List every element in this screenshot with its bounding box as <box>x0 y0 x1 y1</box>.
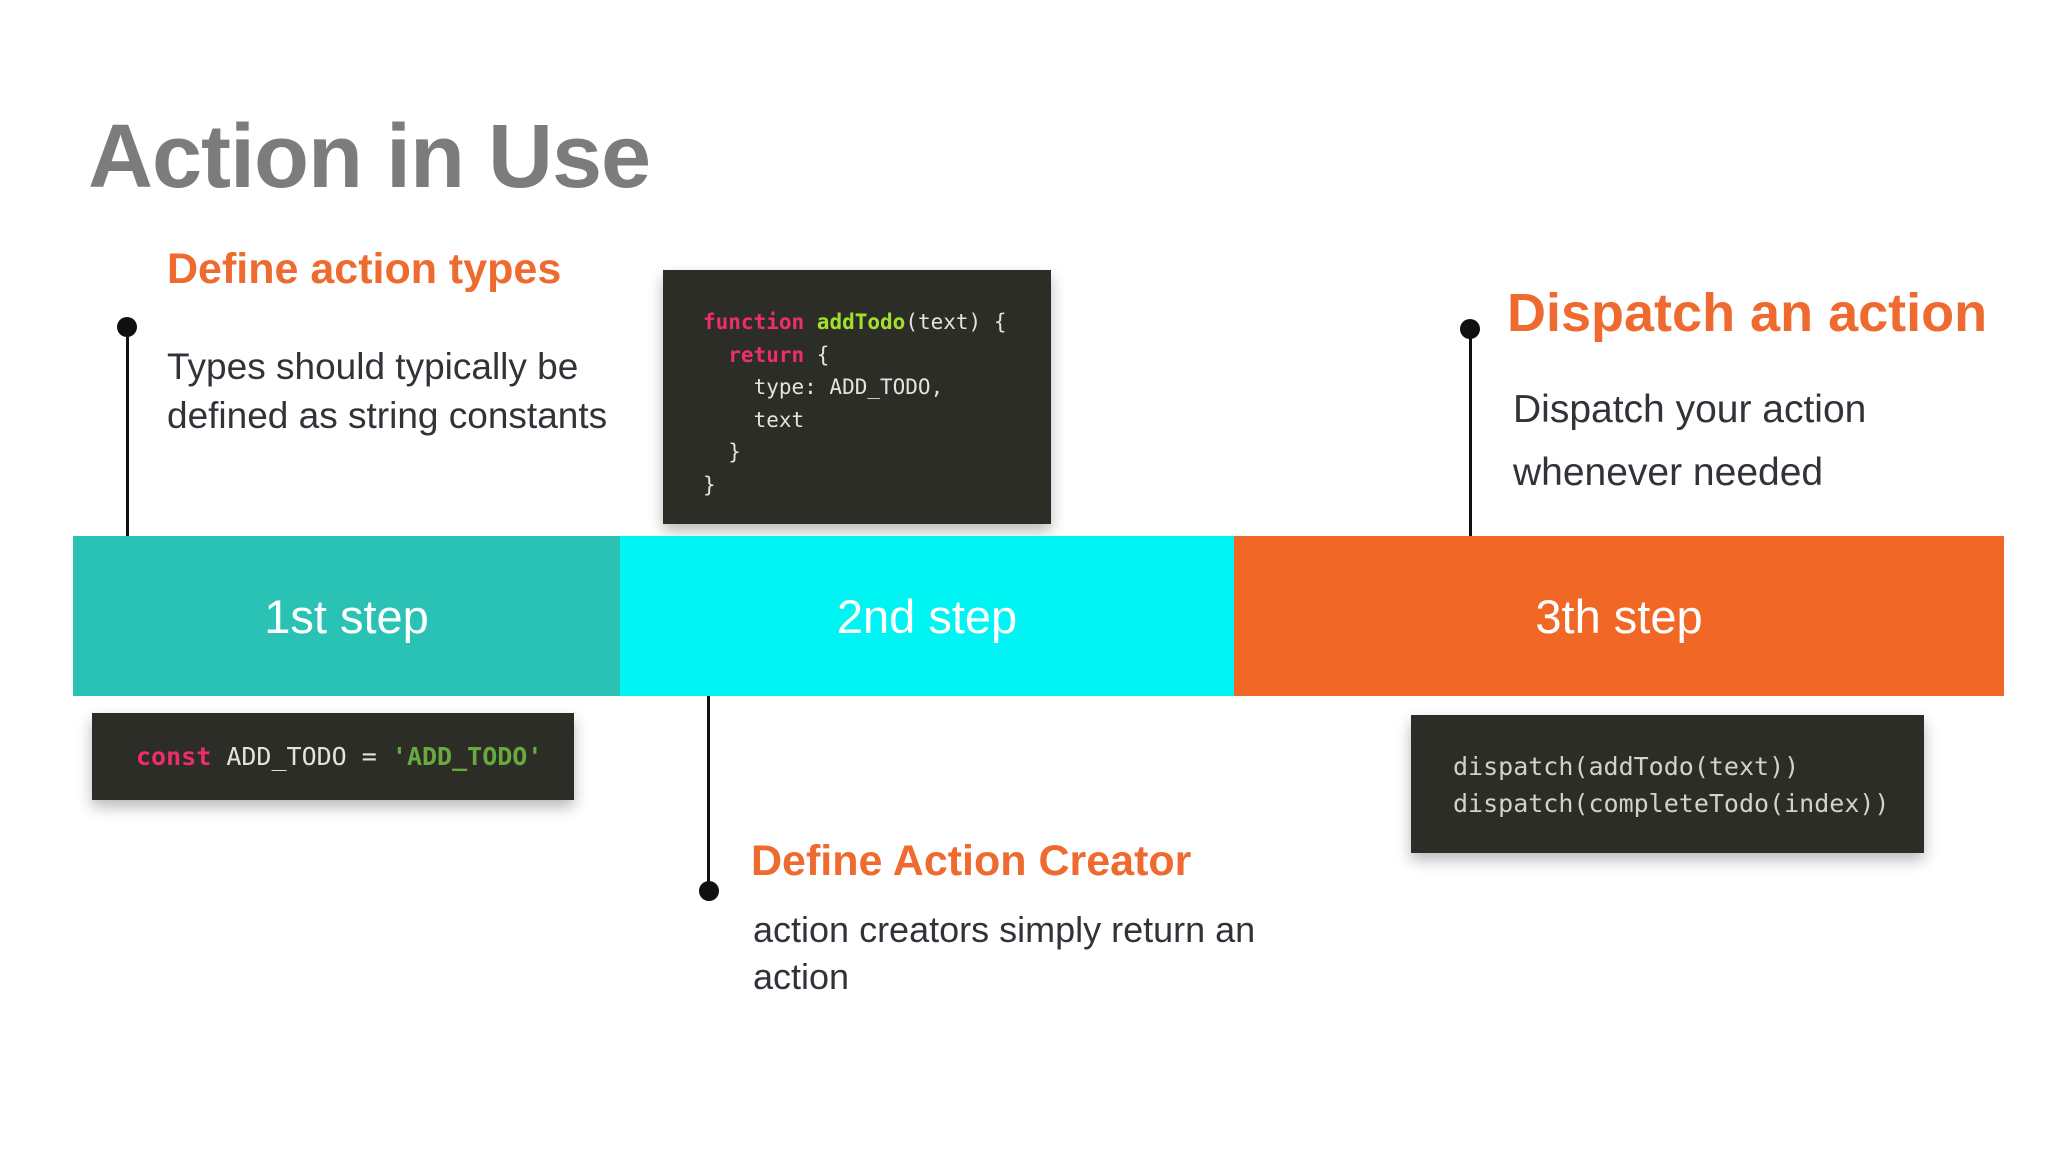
connector-dot-action-creator <box>699 881 719 901</box>
code-line: return { <box>703 339 1051 372</box>
connector-line-action-creator <box>707 696 710 883</box>
step-label-3: 3th step <box>1535 589 1703 643</box>
step-timeline-bar: 1st step 2nd step 3th step <box>73 536 2004 696</box>
code-block-dispatch-calls: dispatch(addTodo(text)) dispatch(complet… <box>1411 715 1924 853</box>
annotation-body-dispatch: Dispatch your action whenever needed <box>1513 388 1867 494</box>
step-label-2: 2nd step <box>836 589 1018 643</box>
step-label-1: 1st step <box>264 589 429 643</box>
code-block-action-creator-function: function addTodo(text) { return { type: … <box>663 270 1051 524</box>
code-text: { <box>804 342 830 367</box>
annotation-heading-define-types: Define action types <box>167 245 562 293</box>
code-line: } <box>703 440 741 464</box>
code-line: type: ADD_TODO, <box>703 375 944 399</box>
code-line: function addTodo(text) { <box>703 306 1051 339</box>
step-segment-3: 3th step <box>1234 536 2004 696</box>
step-segment-1: 1st step <box>73 536 620 696</box>
code-line: const ADD_TODO = 'ADD_TODO' <box>136 742 542 771</box>
code-line: dispatch(addTodo(text)) <box>1453 752 1800 781</box>
code-text: ADD_TODO = <box>211 742 392 771</box>
code-line: dispatch(completeTodo(index)) <box>1453 788 1890 818</box>
code-text: (text) { <box>905 310 1007 334</box>
step-segment-2: 2nd step <box>620 536 1234 696</box>
code-keyword: return <box>703 342 805 367</box>
annotation-body-action-creator: action creators simply return an action <box>753 909 1256 997</box>
connector-line-dispatch <box>1469 329 1472 536</box>
annotation-heading-dispatch: Dispatch an action <box>1507 283 1988 343</box>
code-string: 'ADD_TODO' <box>391 742 543 771</box>
code-keyword: const <box>136 742 212 771</box>
code-block-action-type-constant: const ADD_TODO = 'ADD_TODO' <box>92 713 574 800</box>
code-keyword: function <box>703 310 817 334</box>
annotation-heading-action-creator: Define Action Creator <box>751 837 1192 885</box>
annotation-body-define-types: Types should typically be defined as str… <box>167 346 608 436</box>
code-line: text <box>703 407 805 432</box>
connector-line-define-types <box>126 327 129 536</box>
code-function-name: addTodo <box>816 310 906 334</box>
page-title: Action in Use <box>88 107 651 207</box>
code-line: } <box>703 472 716 497</box>
